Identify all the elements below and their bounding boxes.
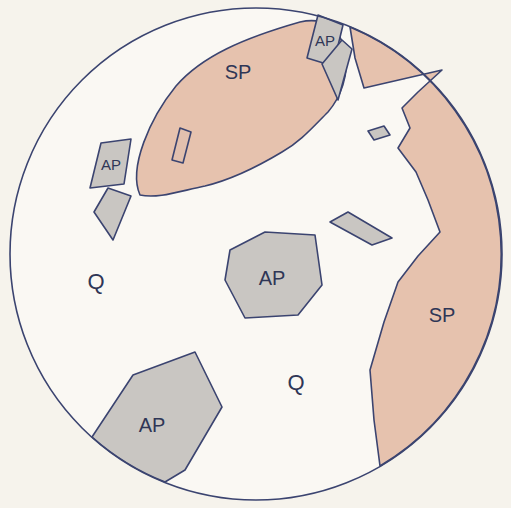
mineral-label: Q [287, 372, 304, 394]
mineral-label: AP [315, 33, 335, 48]
grain-small [322, 40, 352, 100]
grain-small [368, 126, 390, 140]
grain-small [94, 188, 131, 240]
ap-grain: AP [222, 228, 326, 322]
ap-grain-shape [225, 232, 322, 318]
sp-region-outline [338, 18, 508, 470]
view-circle [10, 8, 502, 500]
mineral-label: AP [139, 415, 166, 435]
view-outline [10, 8, 502, 500]
ap-grain-shape [90, 139, 131, 188]
grain-small [172, 128, 191, 163]
ap-grain: AP [88, 137, 133, 190]
mineral-label: AP [259, 268, 286, 288]
mineral-label: Q [87, 271, 104, 293]
mineral-label: SP [225, 62, 252, 82]
grain-small [330, 212, 392, 245]
ap-grain-shape [92, 352, 222, 482]
mineral-label: AP [101, 157, 121, 172]
sp-region: SP [338, 18, 508, 470]
mineral-label: SP [429, 305, 456, 325]
ap-grain: AP [88, 348, 226, 488]
sp-region-shape [350, 27, 501, 466]
